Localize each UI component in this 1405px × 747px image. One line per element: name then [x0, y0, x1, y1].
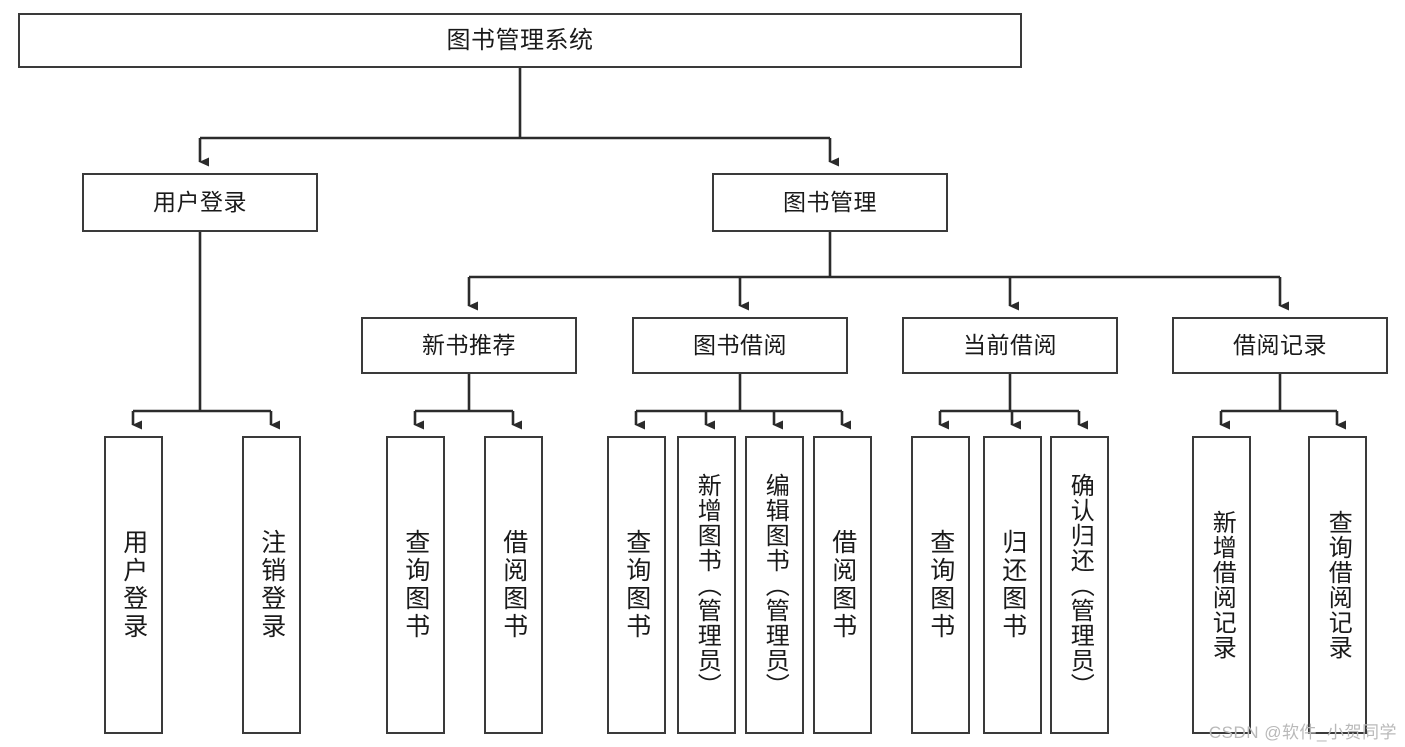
node-root[interactable]: 图书管理系统	[18, 13, 1022, 68]
leaf-edit-book-admin-label: 编辑图书（管理员）	[761, 472, 789, 698]
node-book-borrow-label: 图书借阅	[693, 332, 787, 358]
leaf-query-borrow-record[interactable]: 查询借阅记录	[1308, 436, 1367, 734]
node-user-login[interactable]: 用户登录	[82, 173, 318, 232]
node-current-borrow[interactable]: 当前借阅	[902, 317, 1118, 374]
node-borrow-records-label: 借阅记录	[1233, 332, 1327, 358]
leaf-query-books-borrow[interactable]: 查询图书	[607, 436, 666, 734]
node-borrow-records[interactable]: 借阅记录	[1172, 317, 1388, 374]
node-book-management[interactable]: 图书管理	[712, 173, 948, 232]
leaf-query-books-rec[interactable]: 查询图书	[386, 436, 445, 734]
leaf-logout-label: 注销登录	[257, 529, 286, 641]
leaf-borrow-books-label: 借阅图书	[828, 529, 857, 641]
leaf-query-books-current-label: 查询图书	[926, 529, 955, 641]
leaf-logout[interactable]: 注销登录	[242, 436, 301, 734]
leaf-add-borrow-record[interactable]: 新增借阅记录	[1192, 436, 1251, 734]
leaf-query-books-borrow-label: 查询图书	[622, 529, 651, 641]
node-current-borrow-label: 当前借阅	[963, 332, 1057, 358]
leaf-borrow-books-rec-label: 借阅图书	[499, 529, 528, 641]
leaf-add-book-admin-label: 新增图书（管理员）	[693, 472, 721, 698]
leaf-confirm-return-admin-label: 确认归还（管理员）	[1066, 472, 1094, 698]
node-book-borrow[interactable]: 图书借阅	[632, 317, 848, 374]
leaf-return-books[interactable]: 归还图书	[983, 436, 1042, 734]
leaf-add-borrow-record-label: 新增借阅记录	[1208, 510, 1236, 660]
leaf-borrow-books[interactable]: 借阅图书	[813, 436, 872, 734]
leaf-add-book-admin[interactable]: 新增图书（管理员）	[677, 436, 736, 734]
leaf-query-borrow-record-label: 查询借阅记录	[1324, 510, 1352, 660]
node-new-book-recommendation-label: 新书推荐	[422, 332, 516, 358]
leaf-confirm-return-admin[interactable]: 确认归还（管理员）	[1050, 436, 1109, 734]
node-user-login-label: 用户登录	[153, 189, 247, 215]
leaf-return-books-label: 归还图书	[998, 529, 1027, 641]
leaf-query-books-rec-label: 查询图书	[401, 529, 430, 641]
leaf-borrow-books-rec[interactable]: 借阅图书	[484, 436, 543, 734]
node-new-book-recommendation[interactable]: 新书推荐	[361, 317, 577, 374]
node-root-label: 图书管理系统	[446, 26, 594, 54]
leaf-user-login-label: 用户登录	[119, 529, 148, 641]
node-book-management-label: 图书管理	[783, 189, 877, 215]
leaf-query-books-current[interactable]: 查询图书	[911, 436, 970, 734]
leaf-user-login[interactable]: 用户登录	[104, 436, 163, 734]
csdn-watermark: CSDN @软件_小贺同学	[1208, 723, 1397, 742]
leaf-edit-book-admin[interactable]: 编辑图书（管理员）	[745, 436, 804, 734]
